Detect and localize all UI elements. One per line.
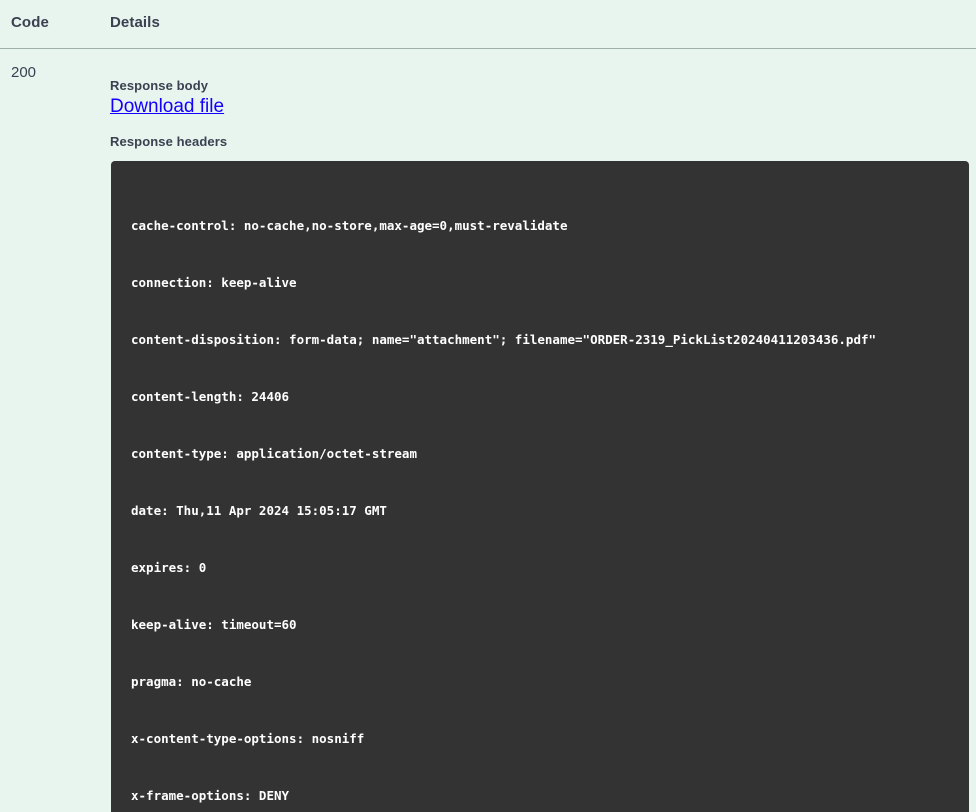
response-body-label: Response body [110,78,209,93]
column-header-details-cell: Details [105,14,976,32]
response-headers-block: cache-control: no-cache,no-store,max-age… [111,160,969,812]
header-line: x-content-type-options: nosniff [131,730,365,746]
download-file-link[interactable]: Download file [110,96,225,117]
header-divider [0,48,976,49]
header-line: expires: 0 [131,559,207,575]
header-line: content-disposition: form-data; name="at… [131,331,877,347]
response-details-cell: Response body Download file Response hea… [105,64,976,812]
column-header-details: Details [110,14,160,31]
column-header-code-cell: Code [0,14,105,32]
header-line: connection: keep-alive [131,274,297,290]
header-line: x-frame-options: DENY [131,787,290,803]
column-header-code: Code [11,14,49,31]
response-headers-list: cache-control: no-cache,no-store,max-age… [131,178,949,812]
response-row: 200 Response body Download file Response… [0,49,976,812]
header-line: content-type: application/octet-stream [131,445,417,461]
responses-table-header: Code Details [0,0,976,32]
header-line: cache-control: no-cache,no-store,max-age… [131,217,568,233]
header-line: content-length: 24406 [131,388,290,404]
header-line: keep-alive: timeout=60 [131,616,297,632]
response-body-section: Response body Download file Response hea… [110,64,976,812]
status-code: 200 [11,64,37,81]
response-headers-label: Response headers [110,133,228,149]
status-code-cell: 200 [0,64,105,82]
header-line: pragma: no-cache [131,673,252,689]
header-line: date: Thu,11 Apr 2024 15:05:17 GMT [131,502,387,518]
